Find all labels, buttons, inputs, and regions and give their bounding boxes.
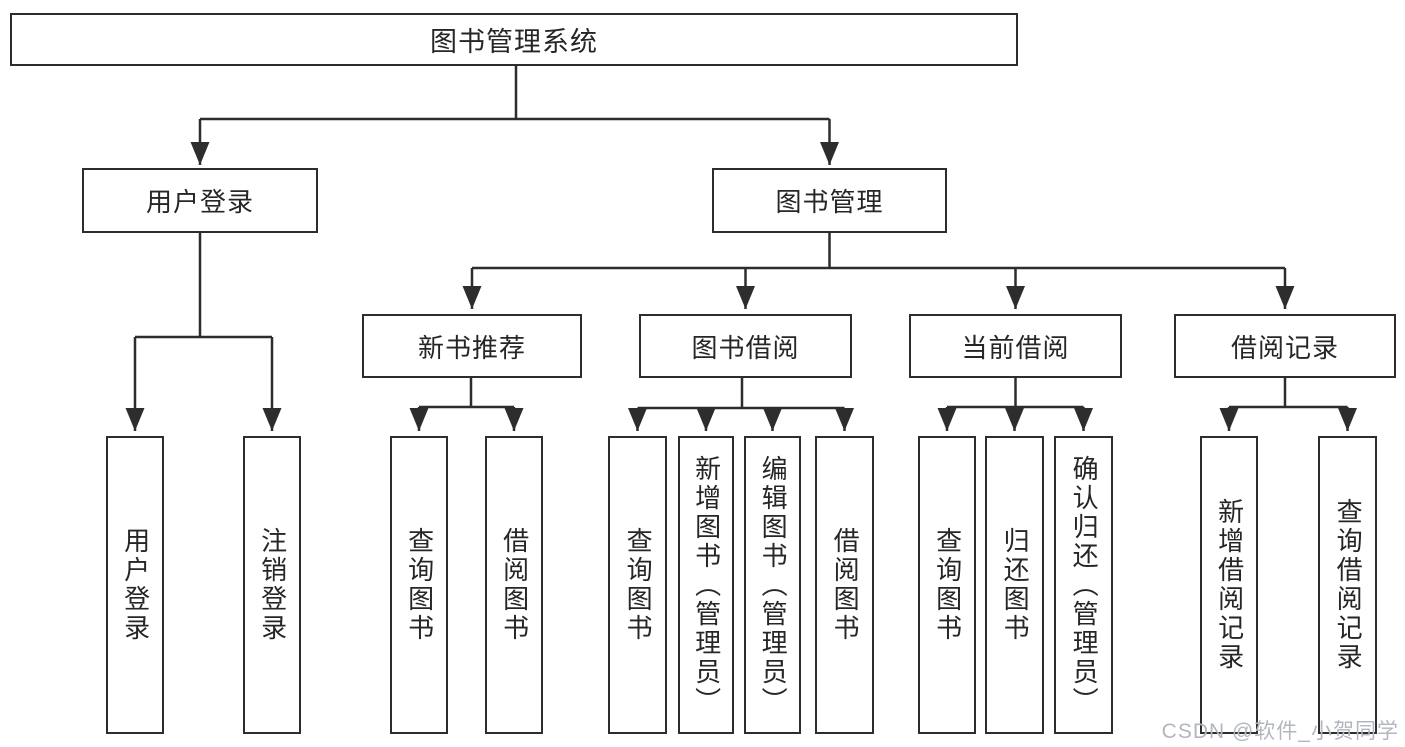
node-current-borrowing: 当前借阅 (909, 314, 1122, 378)
node-new-book-recommend: 新书推荐 (362, 314, 582, 378)
leaf-borrow-books-recommend-label: 借阅图书 (499, 527, 530, 643)
leaf-add-borrow-record: 新增借阅记录 (1200, 436, 1258, 734)
edge-root-trunk (200, 66, 830, 121)
leaf-borrow-books-borrowing-label: 借阅图书 (830, 527, 861, 643)
leaf-borrow-books-borrowing: 借阅图书 (815, 436, 874, 734)
leaf-confirm-return-admin-label: 确认归还（管理员） (1069, 454, 1100, 716)
leaf-return-books-label: 归还图书 (1000, 527, 1031, 643)
leaf-logout: 注销登录 (243, 436, 301, 734)
node-borrowing-records-label: 借阅记录 (1230, 332, 1339, 363)
leaf-return-books: 归还图书 (985, 436, 1044, 734)
edge-book-borrowing-trunk (637, 378, 845, 410)
edge-borrowing-records-trunk (1229, 378, 1348, 409)
leaf-query-books-current: 查询图书 (918, 436, 976, 734)
leaf-edit-books-admin-label: 编辑图书（管理员） (758, 454, 789, 716)
edge-book-management-trunk (472, 233, 1285, 270)
node-root-label: 图书管理系统 (430, 27, 598, 57)
leaf-user-login: 用户登录 (106, 436, 164, 734)
node-book-management-label: 图书管理 (775, 187, 884, 217)
leaf-query-borrow-record-label: 查询借阅记录 (1333, 498, 1364, 672)
node-borrowing-records: 借阅记录 (1174, 314, 1396, 378)
leaf-confirm-return-admin: 确认归还（管理员） (1054, 436, 1113, 734)
csdn-watermark: CSDN @软件_小贺同学 (1161, 720, 1399, 743)
leaf-query-books-current-label: 查询图书 (932, 527, 963, 643)
leaf-user-login-label: 用户登录 (120, 527, 151, 643)
node-book-borrowing-label: 图书借阅 (691, 332, 800, 363)
leaf-query-books-recommend-label: 查询图书 (404, 527, 435, 643)
node-user-login-label: 用户登录 (145, 187, 254, 217)
edge-new-book-trunk (419, 378, 514, 409)
leaf-add-books-admin: 新增图书（管理员） (678, 436, 734, 734)
node-user-login: 用户登录 (82, 168, 318, 233)
leaf-add-books-admin-label: 新增图书（管理员） (691, 454, 722, 716)
edge-user-login-trunk (135, 233, 272, 339)
edge-current-borrowing-trunk (947, 378, 1084, 409)
node-book-borrowing: 图书借阅 (639, 314, 852, 378)
node-new-book-recommend-label: 新书推荐 (417, 332, 526, 363)
leaf-edit-books-admin: 编辑图书（管理员） (744, 436, 801, 734)
node-root: 图书管理系统 (10, 13, 1018, 66)
leaf-query-books-borrowing-label: 查询图书 (623, 527, 654, 643)
leaf-query-books-borrowing: 查询图书 (608, 436, 667, 734)
leaf-add-borrow-record-label: 新增借阅记录 (1214, 498, 1245, 672)
leaf-borrow-books-recommend: 借阅图书 (485, 436, 543, 734)
leaf-logout-label: 注销登录 (257, 527, 288, 643)
node-current-borrowing-label: 当前借阅 (961, 332, 1070, 363)
node-book-management: 图书管理 (712, 168, 947, 233)
leaf-query-borrow-record: 查询借阅记录 (1318, 436, 1377, 734)
leaf-query-books-recommend: 查询图书 (390, 436, 448, 734)
